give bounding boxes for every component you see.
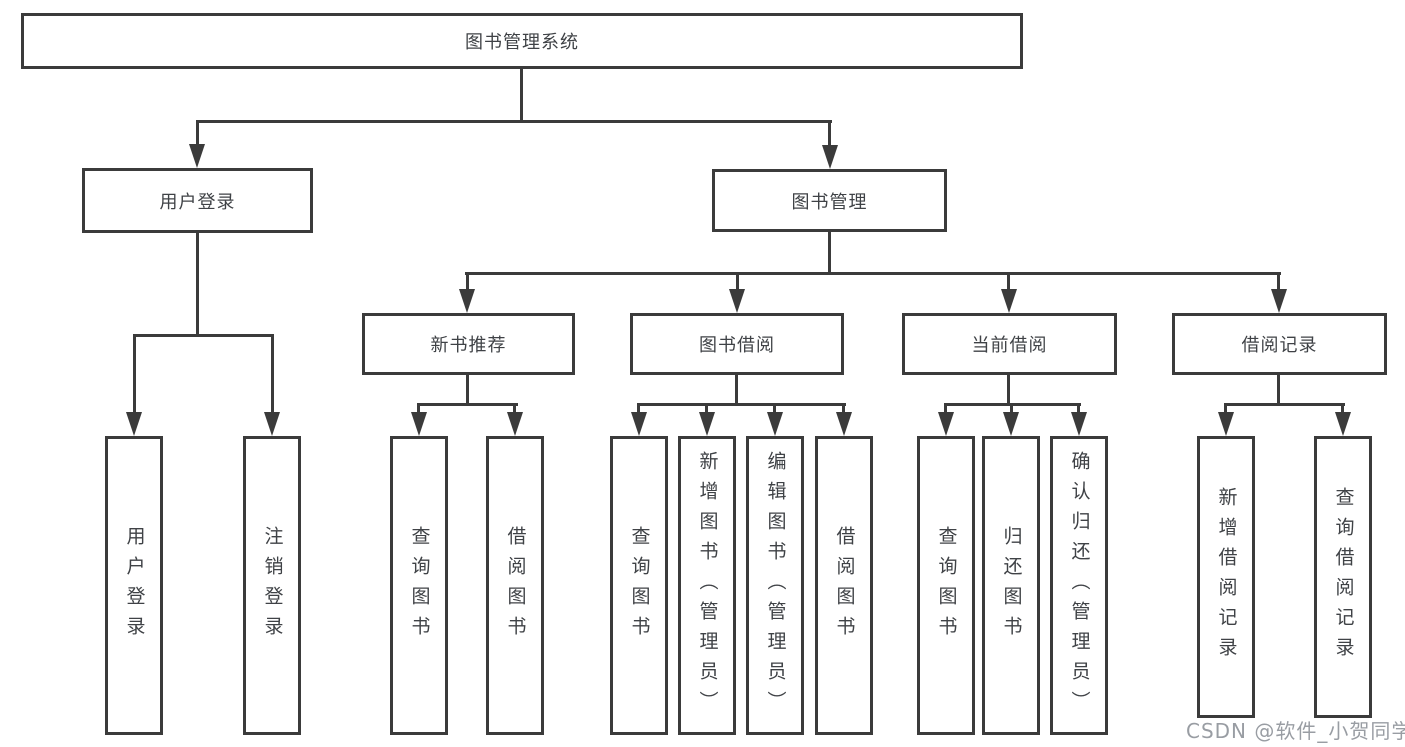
connector-line [466,375,469,406]
connector-line [637,403,640,415]
leaf-user-login: 用户登录 [105,436,163,735]
arrowhead-icon [631,412,647,436]
leaf-label: 归还图书 [1000,525,1023,646]
connector-line [466,272,469,291]
leaf-label: 编辑图书（管理员） [764,450,787,721]
connector-line [1277,375,1280,406]
connector-line [828,120,831,148]
node-borrowing-records: 借阅记录 [1172,313,1387,375]
arrowhead-icon [189,144,205,168]
arrowhead-icon [1218,412,1234,436]
connector-line [196,120,199,148]
leaf-label: 借阅图书 [833,525,856,646]
leaf-label: 新增图书（管理员） [696,450,719,721]
leaf-label: 查询图书 [628,525,651,646]
arrowhead-icon [1001,289,1017,313]
arrowhead-icon [938,412,954,436]
arrowhead-icon [699,412,715,436]
connector-line [196,233,199,337]
connector-line [417,403,518,406]
csdn-watermark: CSDN @软件_小贺同学 [1186,719,1405,743]
connector-line [1277,272,1280,291]
node-label: 图书管理 [791,191,868,213]
arrowhead-icon [411,412,427,436]
arrowhead-icon [1271,289,1287,313]
leaf-label: 新增借阅记录 [1215,487,1238,667]
leaf-add-book-admin: 新增图书（管理员） [678,436,736,735]
arrowhead-icon [767,412,783,436]
arrowhead-icon [1335,412,1351,436]
leaf-query-books-current: 查询图书 [917,436,975,735]
connector-line [1341,403,1344,415]
leaf-confirm-return-admin: 确认归还（管理员） [1050,436,1108,735]
leaf-query-books-recommend: 查询图书 [390,436,448,735]
connector-line [1007,272,1010,291]
leaf-return-books: 归还图书 [982,436,1040,735]
leaf-query-books-borrowing: 查询图书 [610,436,668,735]
connector-line [465,272,1281,275]
arrowhead-icon [126,412,142,436]
node-label: 图书管理系统 [465,32,579,53]
leaf-query-borrow-record: 查询借阅记录 [1314,436,1372,718]
leaf-label: 借阅图书 [504,525,527,646]
connector-line [1010,403,1013,415]
leaf-borrow-books-recommend: 借阅图书 [486,436,544,735]
node-label: 借阅记录 [1241,335,1318,356]
connector-line [828,232,831,275]
node-label: 图书借阅 [699,335,775,356]
connector-line [271,334,274,414]
leaf-add-borrow-record: 新增借阅记录 [1197,436,1255,718]
leaf-label: 确认归还（管理员） [1068,450,1091,721]
connector-line [637,403,846,406]
connector-line [417,403,420,415]
connector-line [705,403,708,415]
arrowhead-icon [1071,412,1087,436]
node-user-login: 用户登录 [82,168,313,233]
leaf-label: 查询图书 [408,525,431,646]
node-library-system: 图书管理系统 [21,13,1023,69]
connector-line [196,120,832,123]
node-label: 用户登录 [159,191,236,213]
node-label: 新书推荐 [430,335,507,356]
arrowhead-icon [264,412,280,436]
connector-line [1224,403,1345,406]
leaf-label: 查询借阅记录 [1332,487,1355,667]
connector-line [513,403,516,415]
connector-line [736,272,739,291]
connector-line [133,334,136,414]
node-book-management: 图书管理 [712,169,947,232]
node-label: 当前借阅 [971,335,1048,356]
arrowhead-icon [822,145,838,169]
leaf-label: 注销登录 [261,525,284,646]
connector-line [520,69,523,122]
leaf-edit-book-admin: 编辑图书（管理员） [746,436,804,735]
arrowhead-icon [507,412,523,436]
arrowhead-icon [729,289,745,313]
leaf-borrow-books-borrowing: 借阅图书 [815,436,873,735]
leaf-label: 用户登录 [123,525,146,646]
arrowhead-icon [836,412,852,436]
leaf-logout-login: 注销登录 [243,436,301,735]
arrowhead-icon [459,289,475,313]
connector-line [842,403,845,415]
connector-line [1077,403,1080,415]
node-new-book-recommend: 新书推荐 [362,313,575,375]
connector-line [1007,375,1010,406]
connector-line [133,334,274,337]
node-book-borrowing: 图书借阅 [630,313,844,375]
leaf-label: 查询图书 [935,525,958,646]
connector-line [1224,403,1227,415]
connector-line [773,403,776,415]
node-current-borrowing: 当前借阅 [902,313,1117,375]
connector-line [944,403,947,415]
arrowhead-icon [1003,412,1019,436]
connector-line [735,375,738,406]
